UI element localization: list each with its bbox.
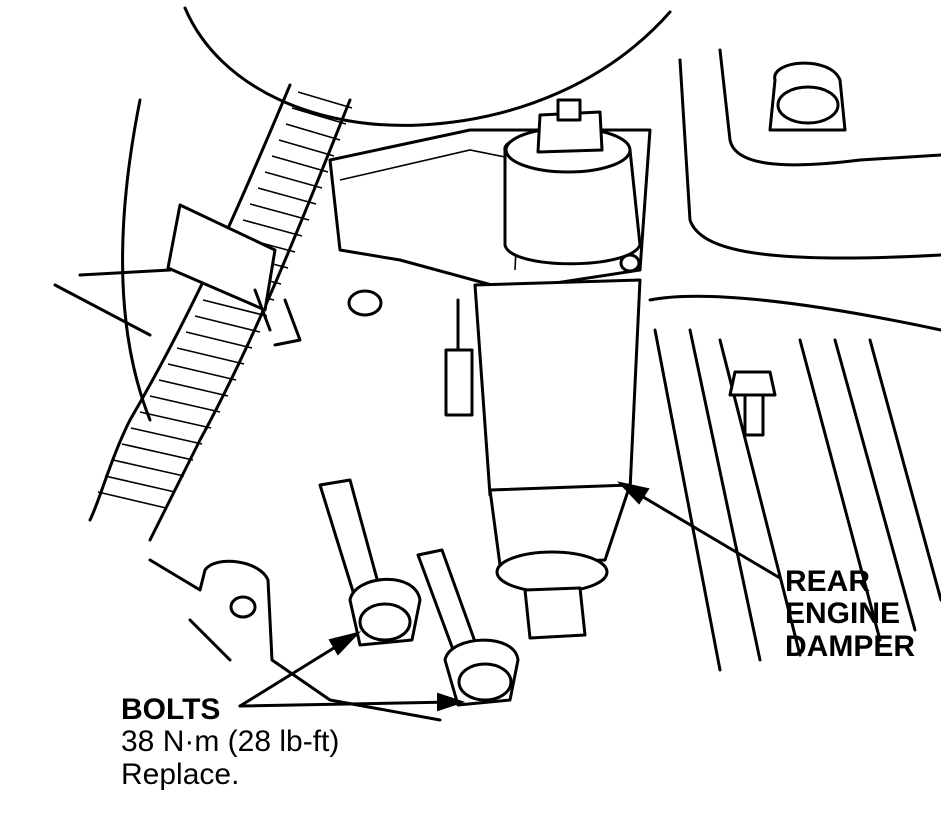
upper-housing: [183, 6, 672, 127]
rear-engine-damper: [473, 98, 642, 640]
damper-label-line-2: ENGINE: [785, 597, 901, 631]
bolts-title: BOLTS: [121, 693, 221, 726]
bracket-hole: [347, 289, 383, 317]
right-side-bolt: [728, 370, 777, 437]
bolts-label: BOLTS 38 N·m (28 lb-ft) Replace.: [121, 693, 340, 791]
bolts-torque: 38 N·m (28 lb-ft): [121, 725, 340, 759]
clamp-tab: [253, 288, 302, 347]
rear-engine-damper-label: REAR ENGINE DAMPER: [785, 565, 916, 663]
left-edge-line: [78, 268, 172, 277]
damper-label-line-3: DAMPER: [785, 629, 916, 663]
top-right-nut: [768, 61, 847, 132]
damper-connector: [444, 348, 474, 417]
lower-plate: [148, 558, 442, 722]
bolt-upper: [318, 478, 422, 647]
lower-plate-edge: [188, 618, 232, 662]
damper-label-line-1: REAR: [785, 565, 871, 598]
bracket-inner-edge: [339, 149, 521, 271]
engine-outline-left: [121, 98, 152, 422]
mount-bracket: [328, 128, 652, 292]
right-block-top: [678, 58, 941, 260]
right-block-cover: [718, 48, 941, 167]
corrugated-hose: [88, 83, 353, 542]
damper-leader-arrow: [617, 481, 782, 580]
bolts-leader-arrows: [238, 631, 466, 712]
lower-plate-hole: [229, 595, 257, 619]
bolts-note: Replace.: [121, 757, 240, 791]
left-horizontal-edge: [53, 283, 152, 337]
hose-clamp: [166, 203, 277, 312]
bolt-lower: [416, 548, 520, 707]
